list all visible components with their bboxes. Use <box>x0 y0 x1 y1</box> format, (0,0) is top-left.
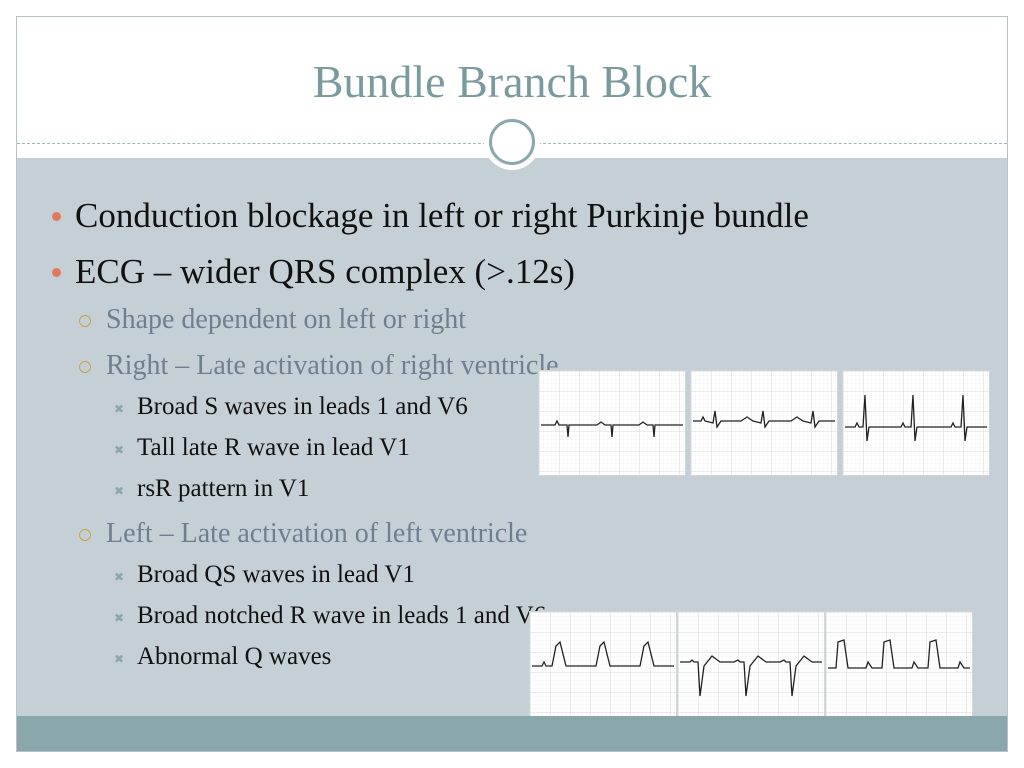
x-bullet-icon: ✖ <box>114 484 125 498</box>
ecg-strip-panel <box>538 370 686 476</box>
ecg-strip-right-1 <box>539 371 685 475</box>
bullet-left-qs-waves: Broad QS waves in lead V1 <box>137 561 415 588</box>
x-bullet-icon: ✖ <box>114 443 125 457</box>
bullet-left: Left – Late activation of left ventricle <box>106 518 528 549</box>
slide: Bundle Branch Block Conduction blockage … <box>16 16 1008 752</box>
title-circle-icon <box>484 114 540 170</box>
x-bullet-icon: ✖ <box>114 570 125 584</box>
right-bbb-ecg-image <box>538 370 990 476</box>
x-bullet-icon: ✖ <box>114 402 125 416</box>
bullet-conduction: Conduction blockage in left or right Pur… <box>75 196 809 235</box>
bullet-ring-icon <box>79 529 91 541</box>
bullet-ecg: ECG – wider QRS complex (>.12s) <box>75 252 575 291</box>
footer-band <box>17 716 1007 751</box>
x-bullet-icon: ✖ <box>114 652 125 666</box>
ecg-strip-right-2 <box>691 371 837 475</box>
left-bbb-ecg-image <box>529 611 975 717</box>
bullet-right-s-waves: Broad S waves in leads 1 and V6 <box>137 393 468 420</box>
content-area: Conduction blockage in left or right Pur… <box>17 158 1007 717</box>
bullet-ring-icon <box>79 361 91 373</box>
bullet-right-rsr: rsR pattern in V1 <box>137 475 310 502</box>
ecg-strip-panel <box>690 370 838 476</box>
bullet-left-q-waves: Abnormal Q waves <box>137 643 332 670</box>
bullet-dot-icon <box>52 268 61 277</box>
slide-title: Bundle Branch Block <box>312 56 712 107</box>
ecg-strip-left-1 <box>530 612 676 716</box>
ecg-strip-panel <box>677 611 825 717</box>
bullet-shape: Shape dependent on left or right <box>106 304 467 335</box>
bullet-ring-icon <box>79 315 91 327</box>
circle-ring-icon <box>489 119 535 165</box>
ecg-strip-panel <box>529 611 677 717</box>
bullet-dot-icon <box>52 212 61 221</box>
ecg-strip-left-3 <box>826 612 972 716</box>
bullet-left-notched-r: Broad notched R wave in leads 1 and V6 <box>137 602 547 629</box>
ecg-strip-panel <box>825 611 973 717</box>
bullet-right: Right – Late activation of right ventric… <box>106 350 559 381</box>
ecg-strip-right-3 <box>843 371 989 475</box>
x-bullet-icon: ✖ <box>114 611 125 625</box>
ecg-strip-panel <box>842 370 990 476</box>
bullet-right-r-wave: Tall late R wave in lead V1 <box>137 434 410 461</box>
ecg-strip-left-2 <box>678 612 824 716</box>
